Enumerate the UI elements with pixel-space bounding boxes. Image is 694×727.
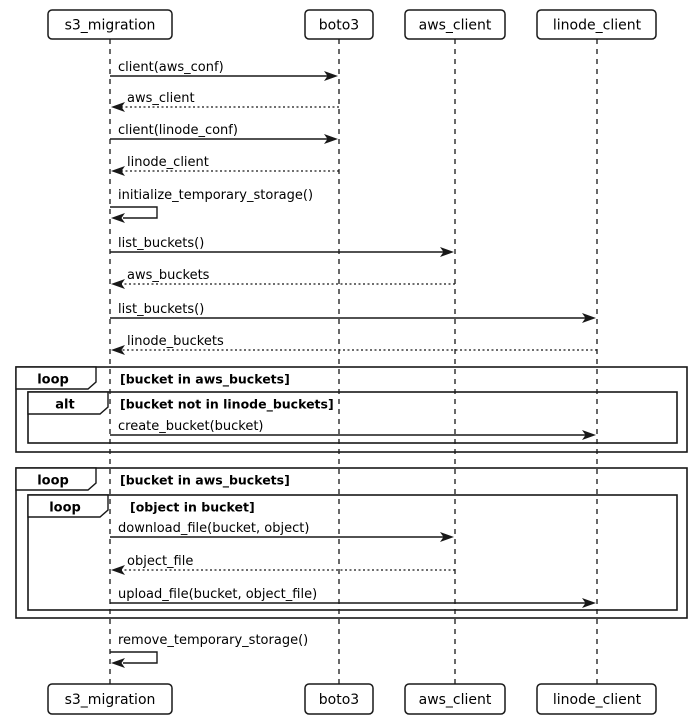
message-arrowhead: [582, 598, 596, 608]
message-arrowhead: [111, 345, 125, 355]
fragment-operator-label: loop: [49, 501, 81, 516]
fragment-operator-label: alt: [55, 398, 74, 413]
message-label: client(aws_conf): [118, 60, 224, 75]
message-label: initialize_temporary_storage(): [118, 188, 313, 203]
message-label: remove_temporary_storage(): [118, 633, 308, 648]
message-sync-12: upload_file(bucket, object_file): [110, 587, 596, 608]
message-line: [110, 206, 158, 219]
fragment-condition-label: [bucket not in linode_buckets]: [120, 397, 334, 413]
message-sync-10: download_file(bucket, object): [110, 521, 454, 542]
participant-linode_client-bottom: linode_client: [536, 683, 657, 715]
fragment-operator-pentagon: [27, 391, 109, 415]
fragment-operator-label: loop: [37, 474, 69, 489]
fragment-border: [27, 494, 678, 611]
message-arrowhead: [324, 134, 338, 144]
message-label: object_file: [127, 554, 193, 569]
participant-box: [304, 9, 374, 40]
participant-aws_client-bottom: aws_client: [404, 683, 506, 715]
participant-label: aws_client: [419, 18, 492, 34]
participant-box: [404, 9, 506, 40]
fragment-loop-3: loop [object in bucket]: [27, 494, 678, 611]
message-label: list_buckets(): [118, 236, 204, 251]
message-sync-9: create_bucket(bucket): [110, 419, 596, 440]
participant-aws_client-top: aws_client: [404, 9, 506, 40]
message-return-11: object_file: [111, 554, 455, 575]
participant-box: [304, 683, 374, 715]
message-label: aws_client: [127, 91, 195, 106]
message-sync-5: list_buckets(): [110, 236, 454, 257]
message-return-3: linode_client: [111, 155, 339, 176]
message-arrowhead: [111, 658, 125, 668]
message-sync-2: client(linode_conf): [110, 123, 338, 144]
participant-label: boto3: [319, 692, 359, 708]
participant-box: [536, 9, 657, 40]
message-return-1: aws_client: [111, 91, 339, 112]
fragment-loop-0: loop [bucket in aws_buckets]: [15, 366, 688, 453]
fragment-condition-label: [bucket in aws_buckets]: [120, 473, 290, 489]
message-arrowhead: [111, 102, 125, 112]
message-arrowhead: [440, 247, 454, 257]
fragment-border: [15, 366, 688, 453]
participant-label: linode_client: [553, 18, 642, 34]
fragment-operator-pentagon: [27, 494, 109, 518]
message-label: download_file(bucket, object): [118, 521, 309, 536]
message-arrowhead: [111, 565, 125, 575]
message-self-13: remove_temporary_storage(): [110, 633, 308, 668]
participant-box: [536, 683, 657, 715]
message-arrowhead: [324, 71, 338, 81]
participant-label: s3_migration: [65, 692, 156, 708]
participant-boto3-bottom: boto3: [304, 683, 374, 715]
message-arrowhead: [440, 532, 454, 542]
fragment-loop-2: loop [bucket in aws_buckets]: [15, 467, 688, 619]
message-return-8: linode_buckets: [111, 334, 597, 355]
message-label: list_buckets(): [118, 302, 204, 317]
message-arrowhead: [111, 279, 125, 289]
fragment-condition-label: [bucket in aws_buckets]: [120, 372, 290, 388]
message-self-4: initialize_temporary_storage(): [110, 188, 313, 223]
fragment-alt-1: alt [bucket not in linode_buckets]: [27, 391, 678, 444]
fragment-operator-label: loop: [37, 373, 69, 388]
participant-s3_migration-bottom: s3_migration: [47, 683, 173, 715]
participant-box: [47, 9, 173, 40]
message-arrowhead: [582, 430, 596, 440]
message-label: linode_client: [127, 155, 209, 170]
message-label: client(linode_conf): [118, 123, 238, 138]
participant-label: linode_client: [553, 692, 642, 708]
message-arrowhead: [111, 166, 125, 176]
participant-boto3-top: boto3: [304, 9, 374, 40]
message-arrowhead: [111, 213, 125, 223]
fragment-operator-pentagon: [15, 366, 97, 390]
participant-label: aws_client: [419, 692, 492, 708]
message-label: aws_buckets: [127, 268, 210, 283]
message-label: create_bucket(bucket): [118, 419, 264, 434]
message-arrowhead: [582, 313, 596, 323]
participant-linode_client-top: linode_client: [536, 9, 657, 40]
message-sync-7: list_buckets(): [110, 302, 596, 323]
message-sync-0: client(aws_conf): [110, 60, 338, 81]
participant-box: [404, 683, 506, 715]
fragment-condition-label: [object in bucket]: [130, 500, 255, 515]
fragment-operator-pentagon: [15, 467, 97, 491]
fragment-border: [27, 391, 678, 444]
fragment-border: [15, 467, 688, 619]
participant-label: s3_migration: [65, 18, 156, 34]
message-label: linode_buckets: [127, 334, 224, 349]
message-return-6: aws_buckets: [111, 268, 455, 289]
message-line: [110, 651, 158, 664]
participant-box: [47, 683, 173, 715]
participant-s3_migration-top: s3_migration: [47, 9, 173, 40]
message-label: upload_file(bucket, object_file): [118, 587, 317, 602]
participant-label: boto3: [319, 18, 359, 34]
